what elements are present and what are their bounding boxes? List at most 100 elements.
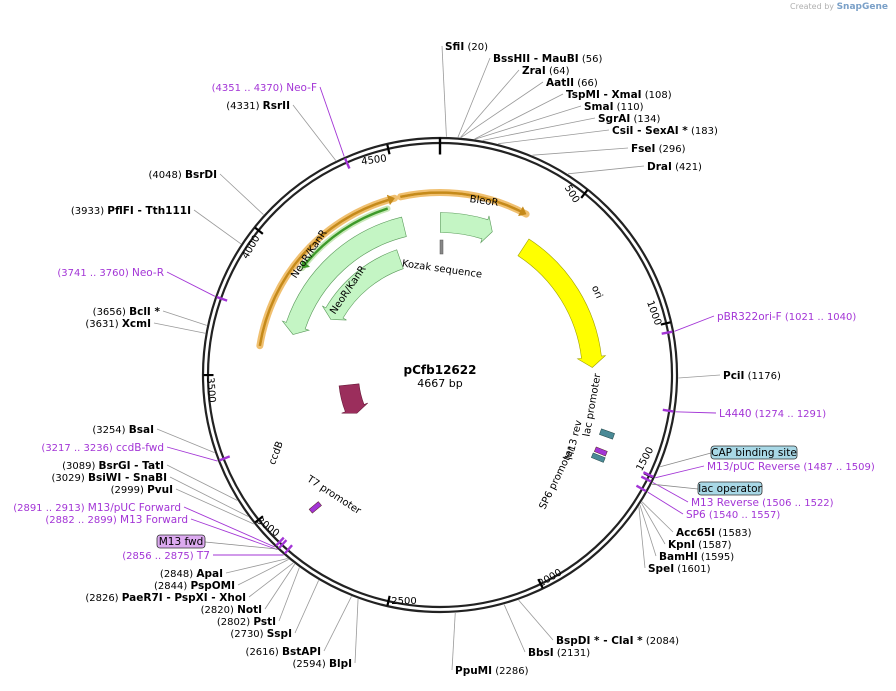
enzyme-name: PspOMI [190,580,235,592]
enzyme-position: (110) [614,102,644,113]
primer-t7: (2856 .. 2875) T7 [122,550,210,562]
labels: SfiI (20)BssHII - MauBI (56)ZraI (64)Aat… [13,41,875,677]
enzyme-name: BsrGI - TatI [99,460,164,472]
bp-tick-2500 [386,595,391,606]
box-line-cap-binding-site [660,452,712,468]
primer-m13-reverse: M13 Reverse (1506 .. 1522) [691,497,834,509]
primer-position: (2882 .. 2899) [45,515,120,526]
primer-position: (4351 .. 4370) [212,83,287,94]
primer-ccdb-fwd: (3217 .. 3236) ccdB-fwd [41,442,164,454]
enzyme-line-bsrdi [219,173,264,215]
primer-position: (1506 .. 1522) [759,498,834,509]
lac-promoter-label: lac promoter [582,372,604,438]
primer-mark-m13-reverse [640,475,652,483]
primer-line-m13-puc-reverse [655,465,705,479]
enzyme-xcmi: (3631) XcmI [85,318,151,330]
enzyme-name: PpuMI [455,665,492,677]
enzyme-position: (2848) [160,569,196,580]
primer-position: (3741 .. 3760) [57,268,132,279]
enzyme-line-spei [638,506,646,569]
enzyme-name: ApaI [196,568,223,580]
enzyme-position: (421) [672,162,702,173]
primer-name: Neo-F [286,82,317,94]
enzyme-line-bsiwi-snabi [169,476,249,517]
primer-name: L4440 [719,408,752,420]
enzyme-bsrgi-tati: (3089) BsrGI - TatI [62,460,164,472]
enzyme-name: SpeI [648,563,674,575]
enzyme-name: PaeR7I - PspXI - XhoI [122,592,246,604]
credit-text: Created by [790,2,835,11]
enzyme-name: RsrII [263,100,290,112]
enzyme-line-kpni [640,502,666,545]
box-m13-fwd [156,534,206,549]
primer-pbr322ori-f: pBR322ori-F (1021 .. 1040) [717,311,856,323]
kozak-label: Kozak sequence [401,258,482,280]
enzyme-name: CsiI - SexAI * [612,125,688,137]
enzyme-line-rsrii [292,104,337,161]
plasmid-center-label: pCfb12622 4667 bp [404,363,477,390]
enzyme-line-smai [475,105,582,140]
primer-neo-r: (3741 .. 3760) Neo-R [57,267,164,279]
enzyme-name: AatII [546,77,574,89]
primer-position: (1487 .. 1509) [800,462,875,473]
enzyme-position: (3631) [85,319,121,330]
box-line-lac-operator [651,483,699,490]
enzyme-aatii: AatII (66) [546,77,598,89]
enzyme-name: ZraI [522,65,546,77]
enzyme-psti: (2802) PstI [217,616,276,628]
enzyme-csii-sexai: CsiI - SexAI * (183) [612,125,718,137]
enzyme-position: (2999) [111,485,147,496]
enzyme-line-ppumi [451,612,456,671]
enzyme-name: SfiI [445,41,464,53]
bp-tick-1000 [660,321,671,326]
enzyme-name: BspDI * - ClaI * [556,635,643,647]
enzyme-name: PstI [253,616,276,628]
ori-arrow [517,238,607,368]
bp-tick-label-4500: 4500 [361,153,388,167]
enzyme-zrai: ZraI (64) [522,65,570,77]
enzyme-position: (4048) [149,170,185,181]
enzyme-position: (2730) [230,629,266,640]
enzyme-line-paer7i-pspxi-xhoi [248,562,294,598]
enzyme-acc65i: Acc65I (1583) [676,527,752,539]
enzyme-line-blpi [354,598,359,664]
primer-mark-pbr322ori-f [661,330,673,335]
bp-tick-4500 [386,144,391,155]
enzyme-apai: (2848) ApaI [160,568,223,580]
orf-bleor-arrow [399,191,527,217]
enzyme-line-aatii [460,81,544,138]
enzyme-position: (296) [655,144,685,155]
primer-line-neo-r [166,271,216,297]
enzyme-line-pvui [175,488,254,525]
enzyme-position: (3029) [52,473,88,484]
enzyme-position: (2826) [85,593,121,604]
enzyme-name: Acc65I [676,527,715,539]
enzyme-pspomi: (2844) PspOMI [154,580,235,592]
enzyme-position: (2844) [154,581,190,592]
enzyme-position: (2084) [643,636,680,647]
enzyme-bbsi: BbsI (2131) [528,647,590,659]
enzyme-line-sgrai [482,117,596,141]
enzyme-line-xcmi [153,322,206,334]
primer-position: (3217 .. 3236) [41,443,116,454]
primer-m13-forward: (2882 .. 2899) M13 Forward [45,514,188,526]
enzyme-position: (2286) [492,666,529,677]
enzyme-position: (2131) [554,648,591,659]
neor-outer-arrow [281,216,407,335]
primer-m13-puc-forward: (2891 .. 2913) M13/pUC Forward [13,502,181,514]
box-lac-operator [697,481,763,496]
enzyme-line-bstapi [323,596,352,652]
enzyme-position: (1595) [698,552,735,563]
enzyme-spei: SpeI (1601) [648,563,711,575]
enzyme-line-drai [568,165,645,175]
ccdb-arrow [338,383,368,414]
enzyme-drai: DraI (421) [647,161,702,173]
primer-line-m13-puc-forward [183,506,275,548]
enzyme-position: (3089) [62,461,98,472]
enzyme-line-fsei [532,147,629,156]
box-label-m13-fwd: M13 fwd [159,536,204,548]
primer-name: Neo-R [132,267,164,279]
lac-promoter-marker [599,428,615,440]
primer-m13-puc-reverse: M13/pUC Reverse (1487 .. 1509) [707,461,875,473]
bp-tick-label-2500: 2500 [391,596,416,607]
